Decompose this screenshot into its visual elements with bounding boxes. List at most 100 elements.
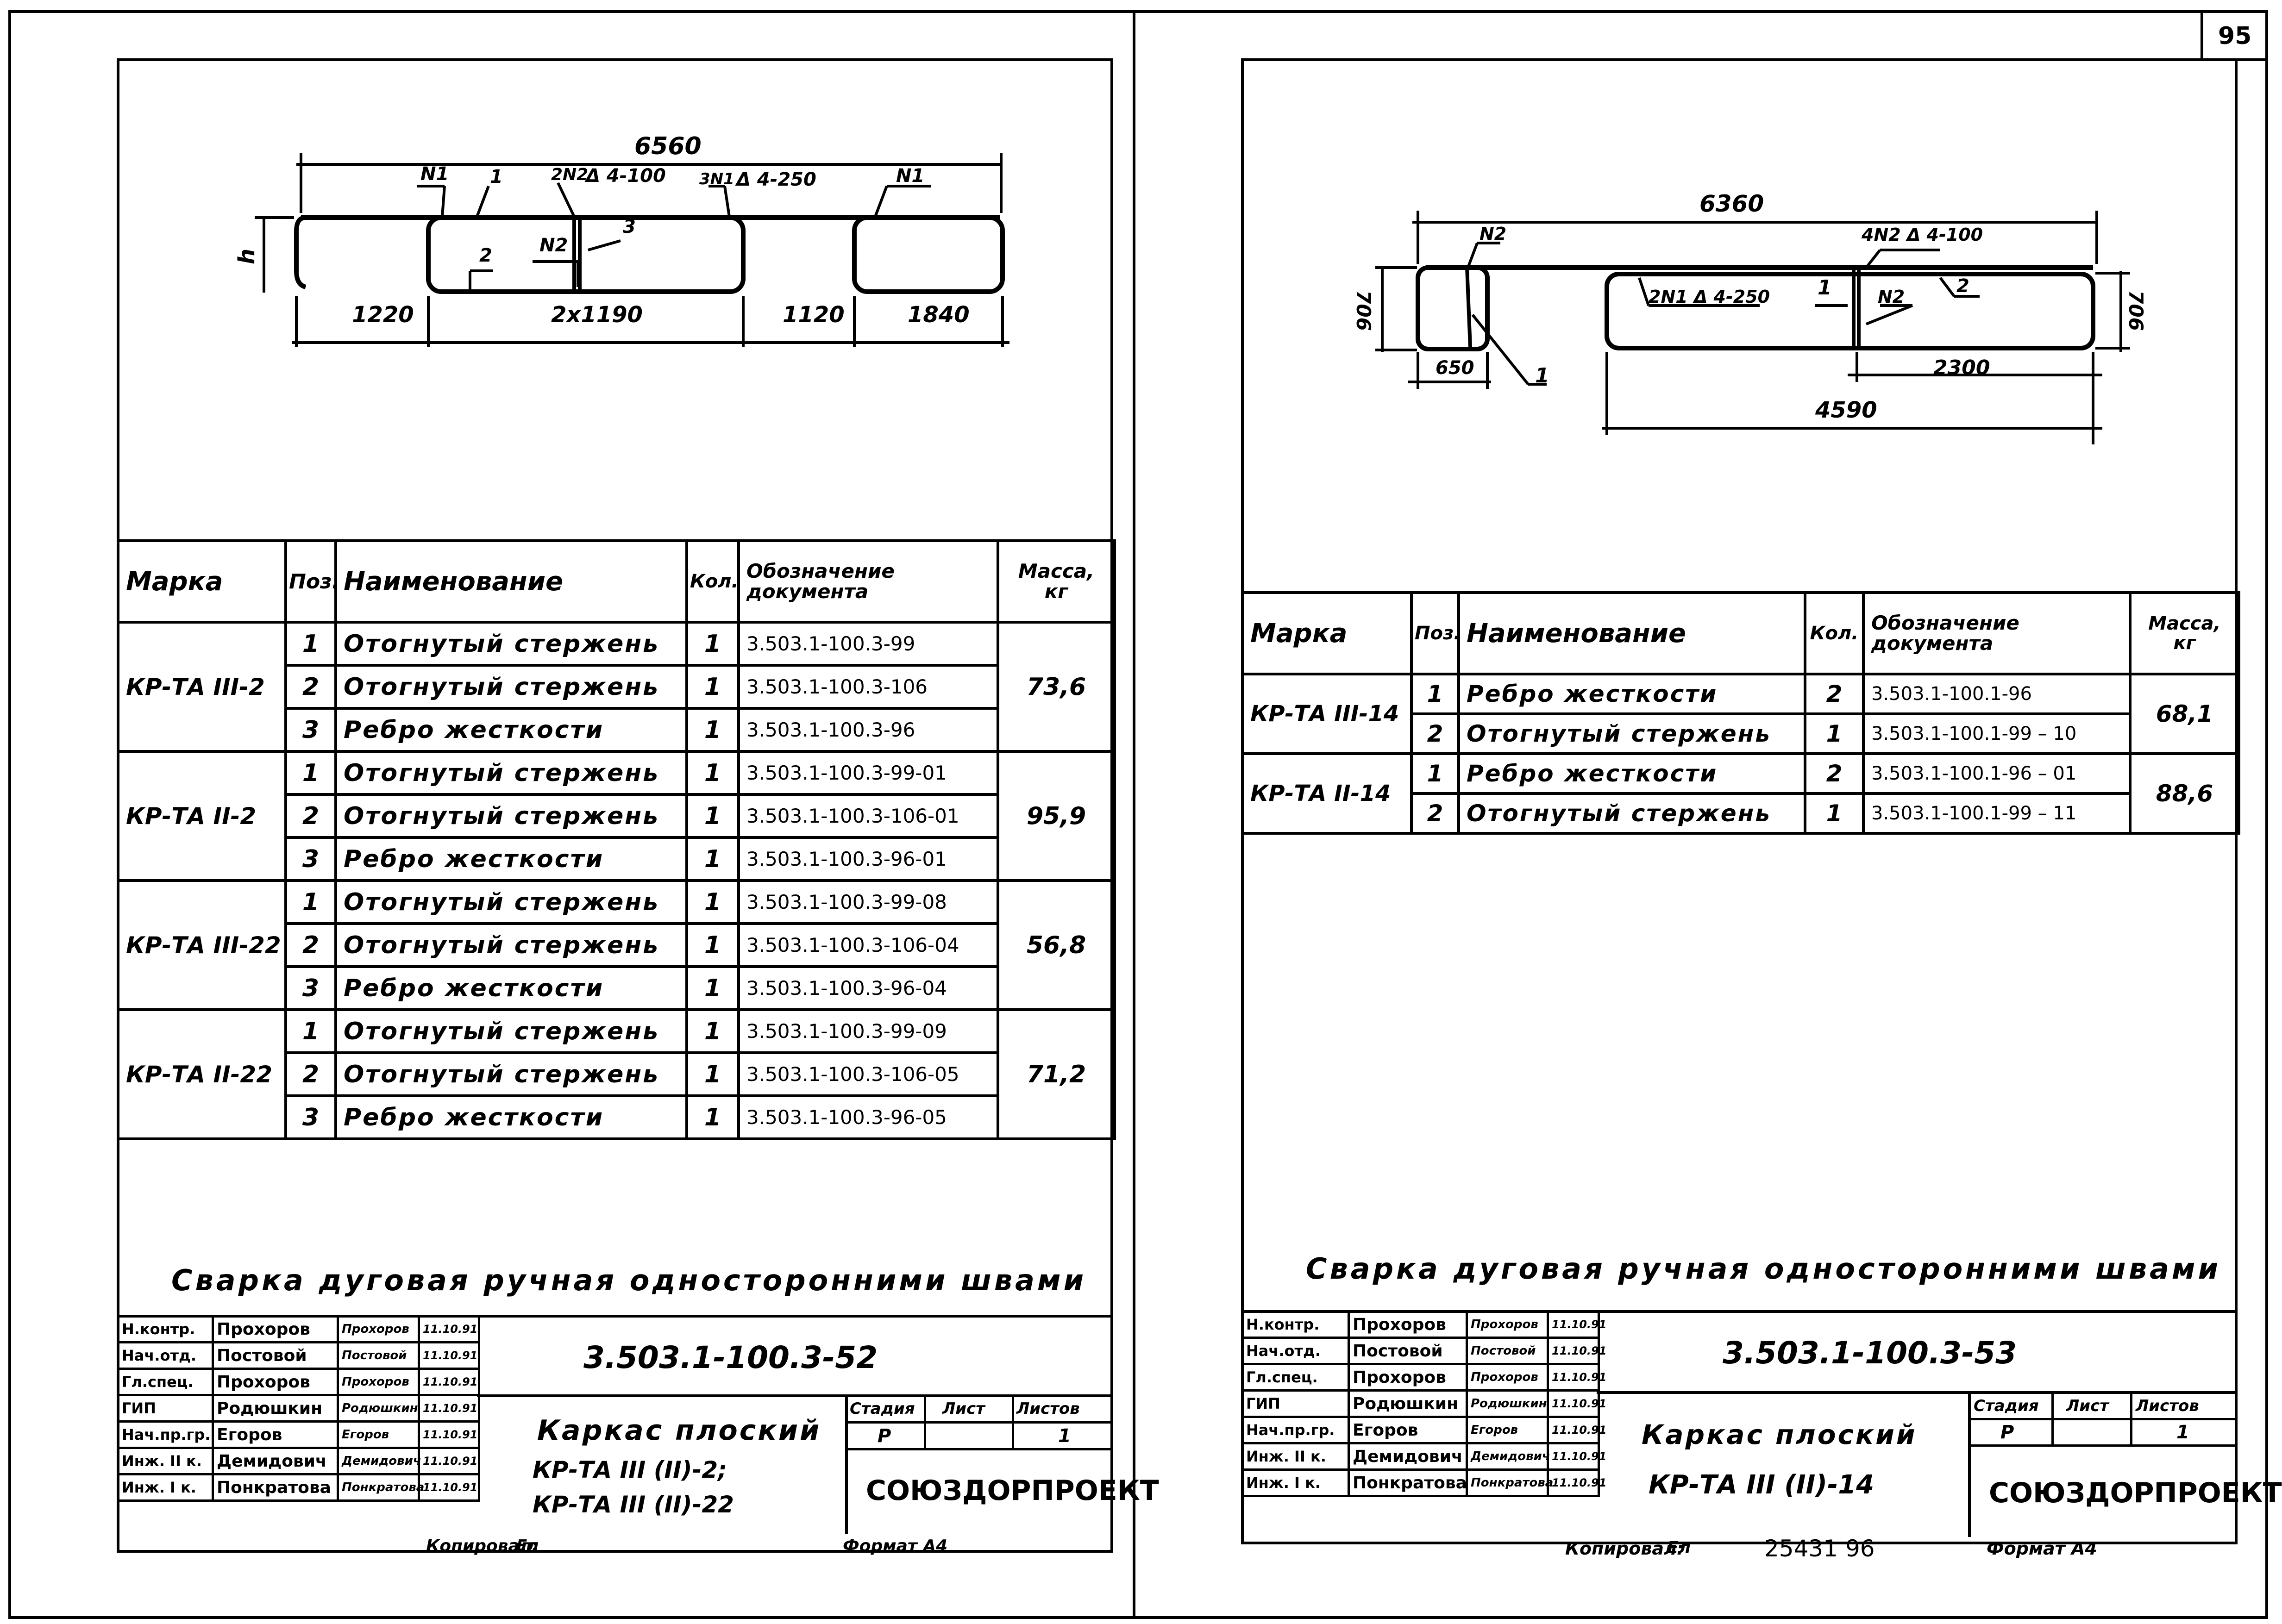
right-copied-num: 25431 96: [1764, 1535, 1875, 1562]
person-name-cell: Демидович: [1348, 1442, 1468, 1471]
left-format: Формат А4: [843, 1537, 948, 1555]
name-cell: Отогнутый стержень: [334, 1051, 688, 1097]
right-spec-table: Марка Поз. Наименование Кол. Обозначение…: [1241, 591, 2240, 835]
date-cell: 11.10.91: [1547, 1337, 1606, 1365]
signature-cell: Родюшкин: [1466, 1389, 1549, 1418]
role-cell: Гл.спец.: [1241, 1363, 1350, 1392]
doc-cell: 3.503.1-100.3-99-09: [737, 1008, 999, 1054]
mass-cell: 95,9: [997, 750, 1116, 882]
left-title-line-3: КР-ТА III (II)-22: [533, 1491, 734, 1518]
right-title-line-2: КР-ТА III (II)-14: [1649, 1470, 1874, 1500]
pos-cell: 2: [284, 793, 337, 839]
signature-cell: Егоров: [1466, 1416, 1549, 1444]
role-cell: Нач.пр.гр.: [117, 1420, 214, 1449]
left-title-line-1: Каркас плоский: [537, 1414, 821, 1447]
left-spec-table: Марка Поз. Наименование Кол. Обозначение…: [117, 539, 1116, 1140]
person-name-cell: Родюшкин: [212, 1394, 339, 1423]
date-cell: 11.10.91: [418, 1473, 480, 1502]
left-label-1: 1: [490, 166, 503, 187]
name-cell: Ребро жесткости: [334, 836, 688, 882]
left-sheets-value: 1: [1058, 1425, 1071, 1447]
mass-cell: 88,6: [2129, 752, 2240, 835]
left-stage-header: Стадия: [850, 1399, 915, 1418]
doc-cell: 3.503.1-100.1-99 – 11: [1862, 792, 2132, 835]
right-stage-value: Р: [2000, 1422, 2014, 1443]
left-stage-value: Р: [878, 1425, 891, 1447]
role-cell: ГИП: [1241, 1389, 1350, 1418]
left-welding-note: Сварка дуговая ручная односторонними шва…: [171, 1263, 1087, 1297]
right-dim-706-left: 706: [1352, 290, 1375, 331]
col-header-mark: Марка: [1241, 591, 1413, 675]
signature-cell: Демидович: [337, 1447, 421, 1475]
person-name-cell: Постовой: [1348, 1337, 1468, 1365]
left-copied-sign: Ел: [516, 1537, 539, 1555]
date-cell: 11.10.91: [1547, 1363, 1606, 1392]
mark-cell: КР-ТА II-2: [117, 750, 287, 882]
name-cell: Ребро жесткости: [334, 707, 688, 753]
doc-cell: 3.503.1-100.3-99-01: [737, 750, 999, 796]
person-name-cell: Егоров: [212, 1420, 339, 1449]
right-stage-header: Стадия: [1974, 1397, 2039, 1415]
pos-cell: 1: [1410, 673, 1460, 715]
left-dim-1120: 1120: [783, 302, 845, 328]
col-header-doc: Обозначение документа: [1862, 591, 2132, 675]
right-tb-vline: [1968, 1391, 1971, 1537]
role-cell: Инж. I к.: [1241, 1468, 1350, 1497]
name-cell: Отогнутый стержень: [1457, 792, 1806, 835]
pos-cell: 2: [1410, 792, 1460, 835]
page-number: 95: [2218, 22, 2252, 50]
left-tb-vline: [845, 1394, 848, 1534]
right-tb-hline1: [1597, 1391, 2238, 1394]
date-cell: 11.10.91: [1547, 1310, 1606, 1339]
left-tb-vline3: [1012, 1394, 1014, 1449]
signature-cell: Прохоров: [337, 1315, 420, 1343]
mass-cell: 71,2: [997, 1008, 1116, 1140]
signature-cell: Родюшкин: [337, 1394, 420, 1423]
right-dim-4590: 4590: [1815, 397, 1877, 423]
right-tb-vline3: [2130, 1391, 2132, 1446]
person-name-cell: Родюшкин: [1348, 1389, 1468, 1418]
qty-cell: 1: [1804, 792, 1865, 835]
col-header-pos: Поз.: [284, 539, 339, 624]
qty-cell: 2: [1804, 673, 1865, 715]
right-doc-code: 3.503.1-100.3-53: [1723, 1335, 2017, 1371]
qty-cell: 1: [685, 750, 740, 796]
pos-cell: 2: [284, 1051, 337, 1097]
pos-cell: 1: [284, 621, 337, 667]
left-label-n1: N1: [420, 163, 449, 185]
qty-cell: 1: [685, 836, 740, 882]
left-dim-2x1190: 2x1190: [551, 302, 643, 328]
left-label-2n2: 2N2: [551, 165, 589, 184]
right-label-pos2: 2: [1956, 275, 1969, 297]
doc-cell: 3.503.1-100.3-96: [737, 707, 999, 753]
pos-cell: 1: [284, 1008, 337, 1054]
left-sheets-header: Листов: [1016, 1399, 1080, 1418]
qty-cell: 1: [685, 793, 740, 839]
pos-cell: 1: [1410, 752, 1460, 795]
right-tb-hline2: [1968, 1418, 2238, 1420]
pos-cell: 3: [284, 836, 337, 882]
left-label-weld1: Δ 4-100: [586, 165, 666, 187]
role-cell: Инж. I к.: [117, 1473, 214, 1502]
person-name-cell: Прохоров: [1348, 1363, 1468, 1392]
col-header-name: Наименование: [1457, 591, 1806, 675]
right-copied-sign: Ел: [1667, 1538, 1691, 1557]
person-name-cell: Прохоров: [212, 1368, 339, 1396]
right-sheet-header: Лист: [2066, 1397, 2109, 1415]
name-cell: Ребро жесткости: [1457, 673, 1806, 715]
